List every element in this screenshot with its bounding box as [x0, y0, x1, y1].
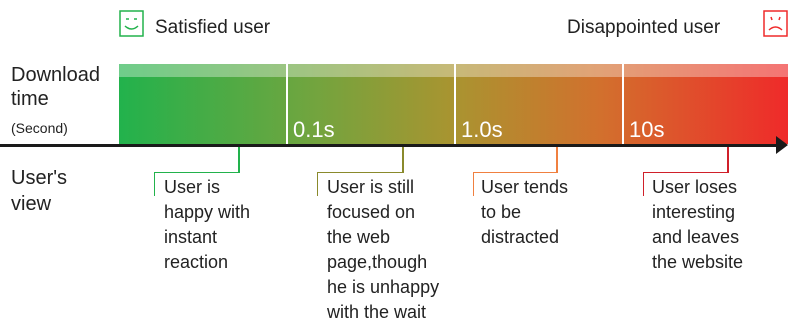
disappointed-user-label: Disappointed user [567, 17, 721, 38]
stage-2-line: page,though [327, 252, 428, 272]
stage-2-connector [402, 147, 404, 173]
divider-1-0s [454, 64, 456, 144]
stage-1-line: User is [164, 177, 221, 197]
stage-2-bracket [317, 172, 403, 196]
tick-label-10s: 10s [629, 117, 665, 142]
axis-arrow-icon [776, 136, 788, 154]
stage-2-line: focused on [327, 202, 416, 222]
stage-3-line: distracted [481, 227, 560, 247]
stage-4-description: User loses interesting and leaves the we… [652, 175, 743, 275]
stage-1-line: happy with [164, 202, 251, 222]
stage-2-line: the web [327, 227, 391, 247]
stage-1-line: instant [164, 227, 218, 247]
disappointed-face-icon [763, 10, 788, 37]
stage-1-connector [238, 147, 240, 173]
stage-3-description: User tends to be distracted [481, 175, 568, 250]
stage-2-line: with the wait [327, 302, 427, 322]
satisfied-user-label: Satisfied user [155, 17, 271, 38]
stage-2-description: User is still focused on the web page,th… [327, 175, 439, 325]
stage-1-line: reaction [164, 252, 229, 272]
tick-label-1-0s: 1.0s [461, 117, 503, 142]
stage-4-connector [727, 147, 729, 173]
download-time-line2: time [11, 88, 49, 110]
stage-4-line: the website [652, 252, 744, 272]
download-time-line1: Download [11, 64, 100, 86]
download-time-label: Download time [11, 63, 100, 111]
unit-label: (Second) [11, 120, 68, 136]
divider-0-1s [286, 64, 288, 144]
stage-2-line: User is still [327, 177, 415, 197]
users-view-line2: view [11, 193, 52, 215]
stage-3-line: to be [481, 202, 522, 222]
tick-label-0-1s: 0.1s [293, 117, 335, 142]
users-view-label: User's view [11, 165, 67, 217]
stage-1-bracket [154, 172, 239, 196]
stage-4-line: User loses [652, 177, 738, 197]
stage-1-description: User is happy with instant reaction [164, 175, 250, 275]
stage-4-bracket [643, 172, 728, 196]
time-axis-line [0, 144, 778, 147]
stage-2-line: he is unhappy [327, 277, 440, 297]
download-time-gradient-bar [119, 64, 788, 144]
satisfied-face-icon [119, 10, 144, 37]
stage-3-bracket [473, 172, 557, 196]
stage-3-line: User tends [481, 177, 569, 197]
stage-3-connector [556, 147, 558, 173]
stage-4-line: and leaves [652, 227, 740, 247]
stage-4-line: interesting [652, 202, 736, 222]
divider-10s [622, 64, 624, 144]
users-view-line1: User's [11, 167, 68, 189]
